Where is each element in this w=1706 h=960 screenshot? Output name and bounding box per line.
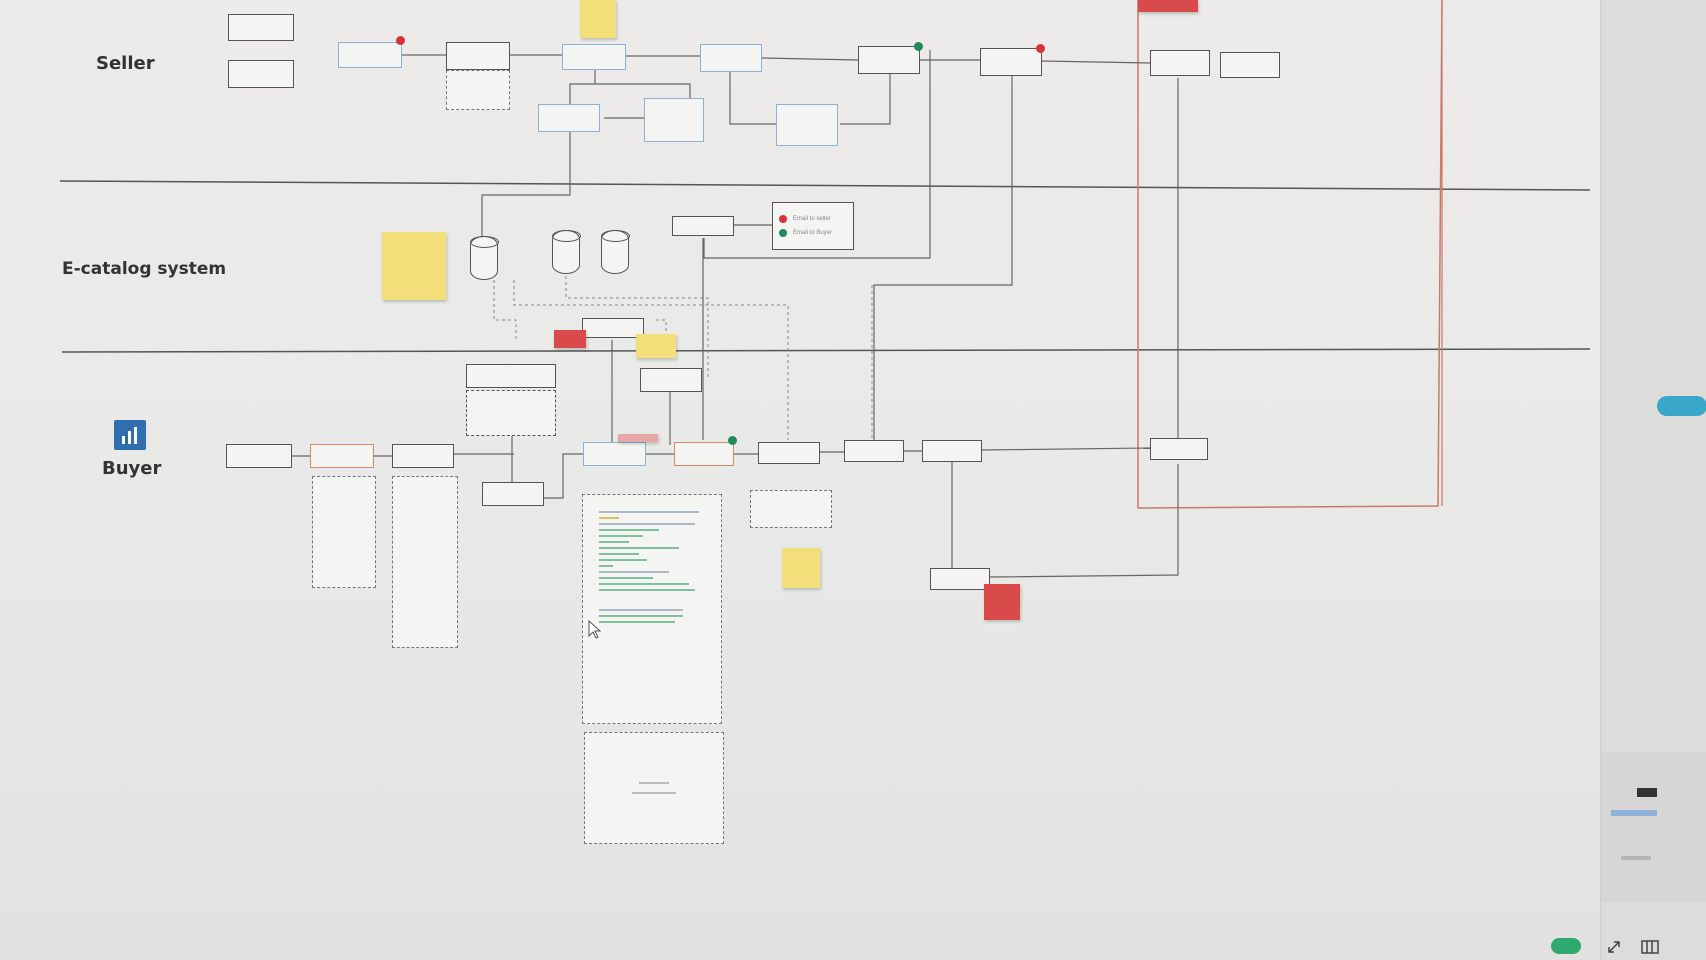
buyer-node-10[interactable] [1150,438,1208,460]
seller-node-13[interactable] [1220,52,1280,78]
buyer-annotation-3 [750,490,832,528]
seller-node-12[interactable] [1150,50,1210,76]
minimap[interactable] [1601,752,1706,902]
notes-annotation-box [582,494,722,724]
seller-node-3[interactable] [338,42,402,68]
status-pill[interactable] [1551,938,1581,954]
lane-divider-seller-ecatalog [59,180,1591,191]
seller-annotation-1 [446,70,510,110]
buyer-node-7[interactable] [758,442,820,464]
ecatalog-node-1[interactable] [672,216,734,236]
lane-label-seller: Seller [96,53,155,74]
ecatalog-node-2[interactable] [582,318,644,338]
green-status-dot [779,229,787,237]
sticky-note-small [636,334,676,358]
seller-node-7[interactable] [644,98,704,142]
legend-label-red: Email to seller [793,216,831,222]
buyer-node-1[interactable] [226,444,292,468]
buyer-annotation-1 [312,476,376,588]
lane-divider-ecatalog-buyer [61,348,1591,353]
buyer-node-4[interactable] [482,482,544,506]
notes-annotation-box-2 [584,732,724,844]
sticky-note-ecatalog [382,232,446,300]
red-sticky-note [554,330,586,348]
buyer-node-5[interactable] [583,442,646,466]
seller-node-11[interactable] [980,48,1042,76]
database-icon [469,235,499,280]
database-icon [551,229,581,274]
seller-node-10[interactable] [858,46,920,74]
bar-chart-logo-icon [114,420,146,450]
buyer-node-8[interactable] [844,440,904,462]
green-status-dot [914,42,923,51]
panel-icon[interactable] [1641,939,1659,955]
green-status-dot [728,436,737,445]
floating-button[interactable] [1657,396,1706,416]
red-status-dot [396,36,405,45]
seller-node-6[interactable] [538,104,600,132]
expand-icon[interactable] [1607,940,1621,954]
red-status-dot [1036,44,1045,53]
sticky-note-buyer [782,548,820,588]
ecatalog-node-3[interactable] [640,368,702,392]
buyer-node-6[interactable] [674,442,734,466]
red-status-dot [779,215,787,223]
seller-node-4[interactable] [446,42,510,70]
pink-sticky-note [618,434,658,442]
buyer-node-11[interactable] [930,568,990,590]
buyer-annotation-2 [392,476,458,648]
seller-node-2[interactable] [228,60,294,88]
connector-layer [59,0,1591,578]
buyer-node-9[interactable] [922,440,982,462]
lane-label-ecatalog: E-catalog system [62,259,227,279]
email-legend: Email to seller Email to Buyer [772,202,854,250]
buyer-node-top[interactable] [466,364,556,388]
seller-node-5[interactable] [562,44,626,70]
highlight-frame [1137,0,1443,509]
lane-label-buyer: Buyer [102,458,162,479]
buyer-annotation-top [466,390,556,436]
legend-label-green: Email to Buyer [793,230,833,236]
seller-node-8[interactable] [700,44,762,72]
diagram-canvas[interactable]: Seller E-catalog system Buyer Email to s… [0,0,1610,960]
sticky-note-seller [580,0,616,38]
red-sticky-note-top [1138,0,1198,12]
seller-node-1[interactable] [228,14,294,41]
red-sticky-note-buyer [984,584,1020,620]
buyer-node-3[interactable] [392,444,454,468]
seller-node-9[interactable] [776,104,838,146]
mouse-pointer-icon [588,620,602,639]
buyer-node-2[interactable] [310,444,374,468]
side-panel [1551,0,1706,960]
database-icon [600,229,630,274]
